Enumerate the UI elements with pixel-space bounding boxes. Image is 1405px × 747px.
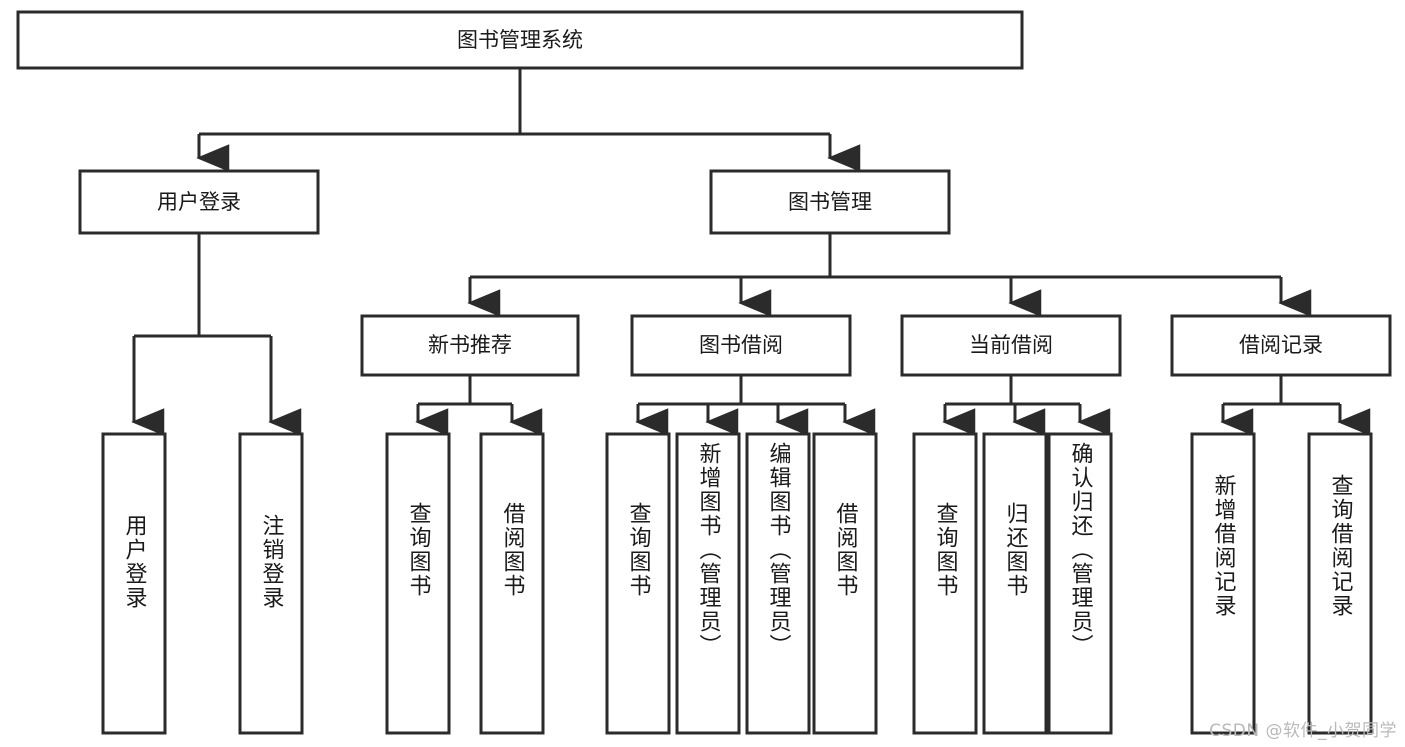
leaf-box-add-book-admin[interactable]	[675, 432, 741, 735]
node-borrow-record-label: 借阅记录	[1239, 333, 1323, 357]
connector-borrow-to-leaves	[635, 375, 876, 436]
node-root-label: 图书管理系统	[457, 28, 583, 52]
leaf-box-edit-book-admin[interactable]	[745, 432, 811, 735]
leaf-box-borrow-book-newbook[interactable]	[479, 432, 545, 735]
leaf-box-user-login[interactable]	[101, 432, 167, 735]
node-book-borrow[interactable]: 图书借阅	[630, 314, 852, 377]
node-book-borrow-label: 图书借阅	[699, 333, 783, 357]
leaf-box-return-book[interactable]	[982, 432, 1048, 735]
leaf-box-add-borrow-record[interactable]	[1190, 432, 1256, 735]
connector-userlogin-to-leaves	[131, 233, 302, 436]
leaf-box-logout[interactable]	[238, 432, 304, 735]
node-new-book-recommend[interactable]: 新书推荐	[360, 314, 580, 377]
leaf-box-confirm-return-admin[interactable]	[1047, 432, 1113, 735]
node-user-login[interactable]: 用户登录	[78, 169, 320, 235]
leaf-box-query-borrow-record[interactable]	[1307, 432, 1373, 735]
node-book-management[interactable]: 图书管理	[709, 169, 951, 235]
node-borrow-record[interactable]: 借阅记录	[1170, 314, 1392, 377]
node-current-borrow-label: 当前借阅	[969, 333, 1053, 357]
connector-current-to-leaves	[942, 375, 1111, 436]
connector-newbook-to-leaves	[415, 375, 543, 436]
connector-bookmgmt-to-level3	[467, 233, 1312, 317]
node-book-management-label: 图书管理	[788, 190, 872, 214]
leaf-box-query-book-current[interactable]	[912, 432, 978, 735]
node-user-login-label: 用户登录	[157, 190, 241, 214]
connector-root-to-level2	[196, 68, 861, 172]
leaf-box-borrow-book[interactable]	[812, 432, 878, 735]
csdn-watermark: CSDN @软件_小贺同学	[1209, 721, 1397, 741]
node-current-borrow[interactable]: 当前借阅	[900, 314, 1122, 377]
leaf-box-query-book-borrow[interactable]	[605, 432, 671, 735]
node-new-book-recommend-label: 新书推荐	[428, 333, 512, 357]
node-root-book-management-system[interactable]: 图书管理系统	[16, 10, 1024, 70]
connector-record-to-leaves	[1220, 375, 1371, 436]
leaf-box-query-book-newbook[interactable]	[385, 432, 451, 735]
